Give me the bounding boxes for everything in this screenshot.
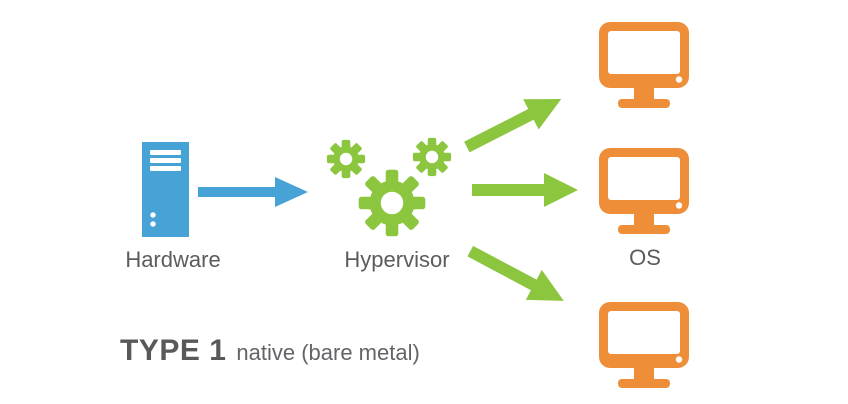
gear-small-right-icon xyxy=(412,137,452,177)
hardware-label: Hardware xyxy=(125,247,221,272)
arrow-hypervisor-to-os-bottom-icon xyxy=(467,245,564,301)
caption-type: TYPE 1 xyxy=(120,334,227,367)
server-vent-lines xyxy=(150,150,181,171)
arrow-hardware-to-hypervisor-icon xyxy=(198,177,308,207)
arrow-hypervisor-to-os-middle-icon xyxy=(472,173,578,207)
os-label: OS xyxy=(629,245,661,270)
server-body xyxy=(142,142,189,237)
monitor-icon-middle xyxy=(599,148,689,234)
monitor-icon-top xyxy=(599,22,689,108)
server-tower-icon xyxy=(142,142,189,237)
monitor-icon-bottom xyxy=(599,302,689,388)
gear-small-left-icon xyxy=(326,139,366,179)
caption-variant: native (bare metal) xyxy=(236,340,420,365)
gear-large-icon xyxy=(358,169,426,237)
diagram-caption: TYPE 1 native (bare metal) xyxy=(120,334,420,368)
hypervisor-label: Hypervisor xyxy=(344,247,450,272)
server-led-dots xyxy=(150,212,156,227)
arrow-hypervisor-to-os-top-icon xyxy=(464,98,562,153)
